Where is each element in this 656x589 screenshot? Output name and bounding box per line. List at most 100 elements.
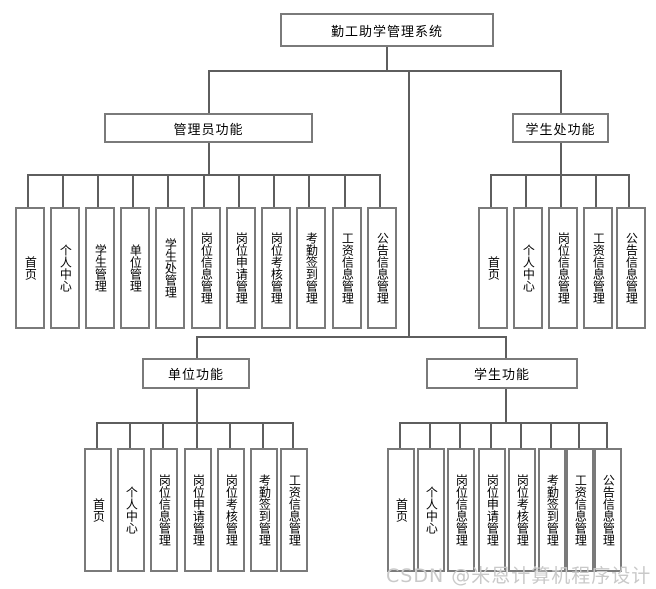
- connector-unit-drop-4: [196, 422, 198, 448]
- connector-student-drop-1: [399, 422, 401, 448]
- node-student-child-8[interactable]: 公告信息管理: [594, 448, 622, 572]
- connector-unit-drop-6: [262, 422, 264, 448]
- connector-student-drop-4: [490, 422, 492, 448]
- connector-unit-drop-5: [229, 422, 231, 448]
- node-unit-label: 单位功能: [167, 368, 224, 383]
- node-admin-child-8[interactable]: 岗位考核管理: [261, 207, 291, 329]
- connector-admin-stem: [208, 143, 210, 174]
- node-sa-child-1[interactable]: 首页: [478, 207, 508, 329]
- connector-student-drop-7: [578, 422, 580, 448]
- connector-center-spine: [408, 70, 410, 336]
- connector-unit-drop-3: [162, 422, 164, 448]
- node-admin-child-3-label: 学生管理: [93, 244, 108, 292]
- node-unit-child-5-label: 岗位考核管理: [224, 474, 239, 546]
- node-student-child-5[interactable]: 岗位考核管理: [508, 448, 536, 572]
- node-admin-child-11-label: 公告信息管理: [375, 232, 390, 304]
- connector-sa-stem: [560, 143, 562, 174]
- connector-admin-drop-8: [273, 174, 275, 207]
- node-admin-child-7-label: 岗位申请管理: [234, 232, 249, 304]
- node-student-child-4-label: 岗位申请管理: [485, 474, 500, 546]
- connector-level2-right-drop: [560, 70, 562, 113]
- node-admin[interactable]: 管理员功能: [104, 113, 313, 143]
- node-sa-child-5[interactable]: 公告信息管理: [616, 207, 646, 329]
- node-student-child-7-label: 工资信息管理: [573, 474, 588, 546]
- node-admin-child-9[interactable]: 考勤签到管理: [296, 207, 326, 329]
- node-student[interactable]: 学生功能: [426, 358, 578, 389]
- node-admin-label: 管理员功能: [173, 122, 244, 138]
- node-admin-child-5[interactable]: 学生处管理: [155, 207, 185, 329]
- watermark: CSDN @米恩计算机程序设计: [386, 565, 652, 587]
- node-admin-child-5-label: 学生处管理: [163, 238, 178, 298]
- connector-admin-drop-7: [238, 174, 240, 207]
- node-student-child-8-label: 公告信息管理: [601, 474, 616, 546]
- connector-root-stem: [386, 47, 388, 70]
- connector-level3-right-drop: [505, 336, 507, 358]
- node-student-label: 学生功能: [473, 368, 530, 383]
- connector-sa-drop-3: [560, 174, 562, 207]
- node-student-child-3-label: 岗位信息管理: [454, 474, 469, 546]
- node-unit[interactable]: 单位功能: [142, 358, 250, 389]
- node-unit-child-3-label: 岗位信息管理: [157, 474, 172, 546]
- connector-student-stem: [505, 389, 507, 422]
- connector-admin-drop-1: [27, 174, 29, 207]
- node-student-child-2[interactable]: 个人中心: [417, 448, 445, 572]
- node-student-child-3[interactable]: 岗位信息管理: [447, 448, 475, 572]
- node-admin-child-3[interactable]: 学生管理: [85, 207, 115, 329]
- node-unit-child-2-label: 个人中心: [124, 486, 139, 534]
- node-sa-child-2[interactable]: 个人中心: [513, 207, 543, 329]
- connector-level3-left-drop: [196, 336, 198, 358]
- node-student-child-1[interactable]: 首页: [387, 448, 415, 572]
- node-admin-child-7[interactable]: 岗位申请管理: [226, 207, 256, 329]
- node-student-affairs-label: 学生处功能: [525, 122, 596, 138]
- node-admin-child-4-label: 单位管理: [128, 244, 143, 292]
- connector-student-drop-8: [606, 422, 608, 448]
- connector-level2-bus: [208, 70, 562, 72]
- node-admin-child-11[interactable]: 公告信息管理: [367, 207, 397, 329]
- node-unit-child-7[interactable]: 工资信息管理: [280, 448, 308, 572]
- node-sa-child-4-label: 工资信息管理: [591, 232, 606, 304]
- connector-unit-drop-7: [292, 422, 294, 448]
- node-student-child-2-label: 个人中心: [424, 486, 439, 534]
- node-student-affairs[interactable]: 学生处功能: [512, 113, 609, 143]
- connector-unit-bus: [96, 422, 294, 424]
- node-student-child-7[interactable]: 工资信息管理: [566, 448, 594, 572]
- connector-admin-drop-5: [167, 174, 169, 207]
- connector-admin-drop-10: [344, 174, 346, 207]
- connector-student-drop-2: [429, 422, 431, 448]
- connector-unit-stem: [196, 389, 198, 422]
- node-sa-child-5-label: 公告信息管理: [624, 232, 639, 304]
- connector-admin-drop-4: [132, 174, 134, 207]
- connector-admin-drop-3: [97, 174, 99, 207]
- node-admin-child-2[interactable]: 个人中心: [50, 207, 80, 329]
- connector-admin-drop-9: [308, 174, 310, 207]
- node-unit-child-6[interactable]: 考勤签到管理: [250, 448, 278, 572]
- node-admin-child-6[interactable]: 岗位信息管理: [191, 207, 221, 329]
- node-root[interactable]: 勤工助学管理系统: [280, 13, 494, 47]
- node-student-child-4[interactable]: 岗位申请管理: [478, 448, 506, 572]
- connector-student-drop-6: [550, 422, 552, 448]
- node-unit-child-5[interactable]: 岗位考核管理: [217, 448, 245, 572]
- node-student-child-6[interactable]: 考勤签到管理: [538, 448, 566, 572]
- connector-level3-bus: [196, 336, 507, 338]
- node-sa-child-3[interactable]: 岗位信息管理: [548, 207, 578, 329]
- node-unit-child-1[interactable]: 首页: [84, 448, 112, 572]
- node-sa-child-1-label: 首页: [486, 256, 501, 280]
- connector-level2-left-drop: [208, 70, 210, 113]
- connector-student-bus: [399, 422, 608, 424]
- connector-admin-drop-11: [379, 174, 381, 207]
- node-unit-child-4[interactable]: 岗位申请管理: [184, 448, 212, 572]
- connector-unit-drop-2: [129, 422, 131, 448]
- node-unit-child-1-label: 首页: [91, 498, 106, 522]
- node-sa-child-4[interactable]: 工资信息管理: [583, 207, 613, 329]
- node-student-child-1-label: 首页: [394, 498, 409, 522]
- node-admin-child-4[interactable]: 单位管理: [120, 207, 150, 329]
- node-unit-child-2[interactable]: 个人中心: [117, 448, 145, 572]
- node-admin-child-6-label: 岗位信息管理: [199, 232, 214, 304]
- node-admin-child-1[interactable]: 首页: [15, 207, 45, 329]
- node-sa-child-3-label: 岗位信息管理: [556, 232, 571, 304]
- node-admin-child-10-label: 工资信息管理: [340, 232, 355, 304]
- node-unit-child-4-label: 岗位申请管理: [191, 474, 206, 546]
- node-unit-child-3[interactable]: 岗位信息管理: [150, 448, 178, 572]
- node-unit-child-6-label: 考勤签到管理: [257, 474, 272, 546]
- node-admin-child-10[interactable]: 工资信息管理: [332, 207, 362, 329]
